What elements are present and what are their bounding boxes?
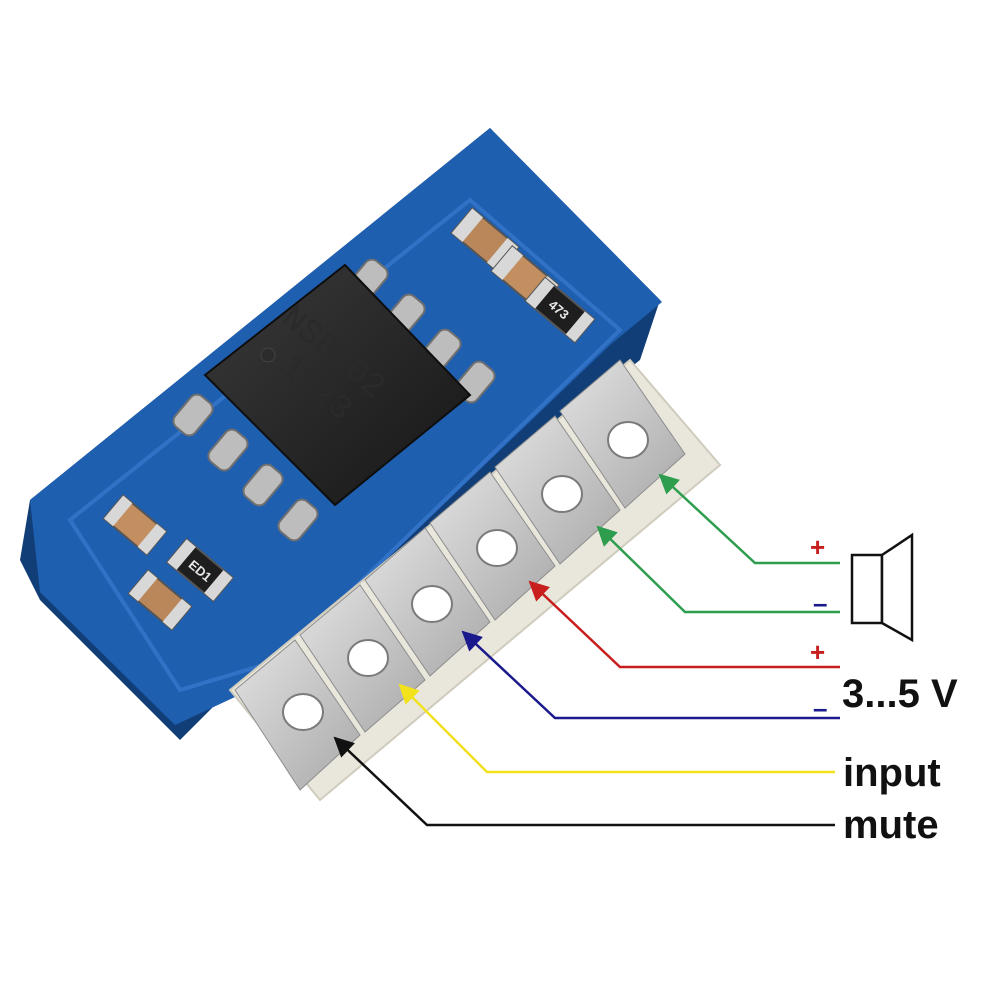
smd-group-bottom: ED1: [102, 494, 235, 631]
amplifier-chip: NS8002 1523: [172, 258, 496, 542]
chip-pin1-dot: [260, 347, 276, 363]
smd-group-top: 473: [450, 207, 596, 344]
wire-speaker-plus: [658, 473, 840, 565]
wire-power-plus: [528, 580, 840, 669]
pad-input: [299, 584, 426, 733]
wire-input: [398, 683, 835, 774]
input-label: input: [843, 751, 941, 795]
wire-speaker-minus: [596, 525, 840, 614]
power-voltage-label: 3...5 V: [842, 672, 958, 716]
pad-power-plus: [429, 471, 556, 621]
wire-mute: [333, 736, 835, 827]
power-minus-sign: –: [813, 693, 827, 723]
speaker-icon: [850, 532, 914, 643]
mute-label: mute: [843, 803, 939, 847]
pad-mute: [234, 639, 361, 791]
pad-row: [234, 359, 686, 791]
pad-power-minus: [364, 527, 491, 677]
chip-body: [203, 263, 472, 507]
power-plus-sign: +: [810, 637, 825, 667]
wire-power-minus: [461, 630, 840, 720]
pcb-trace: [67, 197, 623, 693]
speaker-plus-sign: +: [810, 532, 825, 562]
speaker-minus-sign: –: [813, 588, 827, 618]
wires: [333, 473, 840, 827]
pad-speaker-minus: [494, 415, 621, 565]
pad-speaker-plus: [559, 359, 686, 509]
